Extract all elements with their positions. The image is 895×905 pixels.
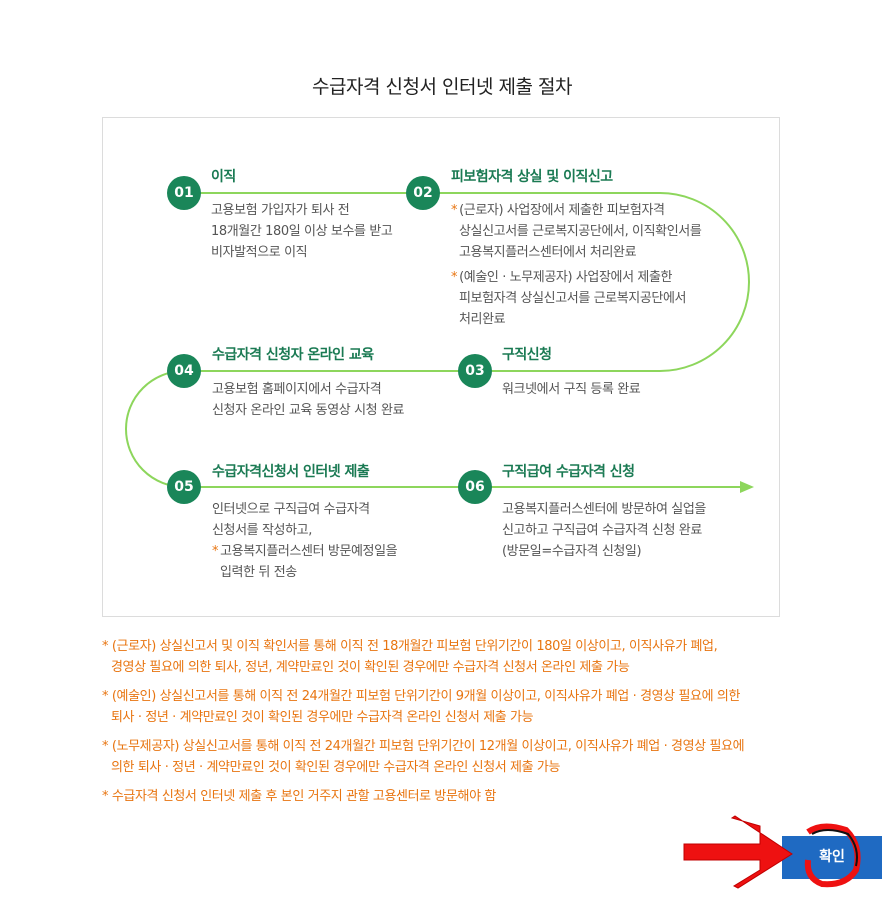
step-desc-line: 고용복지플러스센터 방문예정일을 [220,544,398,559]
procedure-panel [102,117,780,617]
step-desc-03: 워크넷에서 구직 등록 완료 [502,379,641,400]
step-desc-line: 워크넷에서 구직 등록 완료 [502,382,641,397]
step-desc-02: *(근로자) 사업장에서 제출한 피보험자격 상실신고서를 근로복지공단에서, … [451,200,702,330]
confirm-button[interactable]: 확인 [782,836,882,879]
step-desc-05: 인터넷으로 구직급여 수급자격 신청서를 작성하고, *고용복지플러스센터 방문… [212,499,398,583]
step-number-03: 03 [458,354,492,388]
step-desc-line: 고용복지플러스센터에 방문하여 실업을 [502,502,706,517]
step-number-01: 01 [167,176,201,210]
step-desc-line: 고용보험 홈페이지에서 수급자격 [212,382,382,397]
star-mark: * [451,270,458,285]
step-number-05: 05 [167,470,201,504]
step-title-03: 구직신청 [502,347,552,363]
step-desc-line: 처리완료 [459,312,506,327]
step-desc-line: 입력한 뒤 전송 [220,565,297,580]
step-title-06: 구직급여 수급자격 신청 [502,464,635,480]
star-mark: * [451,203,458,218]
step-desc-04: 고용보험 홈페이지에서 수급자격 신청자 온라인 교육 동영상 시청 완료 [212,379,404,421]
step-desc-01: 고용보험 가입자가 퇴사 전 18개월간 180일 이상 보수를 받고 비자발적… [211,200,393,263]
star-mark: * [102,639,109,654]
step-desc-line: 고용복지플러스센터에서 처리완료 [459,245,637,260]
star-mark: * [102,789,109,804]
note-item: * (예술인) 상실신고서를 통해 이직 전 24개월간 피보험 단위기간이 9… [102,686,782,728]
star-mark: * [212,544,219,559]
step-number-02: 02 [406,176,440,210]
step-number-06: 06 [458,470,492,504]
note-line: 의한 퇴사 · 정년 · 계약만료인 것이 확인된 경우에만 수급자격 온라인 … [111,760,561,775]
page-title: 수급자격 신청서 인터넷 제출 절차 [312,76,572,98]
step-desc-line: 신고하고 구직급여 수급자격 신청 완료 [502,523,702,538]
note-item: * (근로자) 상실신고서 및 이직 확인서를 통해 이직 전 18개월간 피보… [102,636,782,678]
note-item: * 수급자격 신청서 인터넷 제출 후 본인 거주지 관할 고용센터로 방문해야… [102,786,782,807]
step-desc-line: 고용보험 가입자가 퇴사 전 [211,203,350,218]
step-desc-line: 신청자 온라인 교육 동영상 시청 완료 [212,403,405,418]
step-desc-line: 인터넷으로 구직급여 수급자격 [212,502,370,517]
step-number-04: 04 [167,354,201,388]
step-desc-line: 18개월간 180일 이상 보수를 받고 [211,224,393,239]
step-desc-06: 고용복지플러스센터에 방문하여 실업을 신고하고 구직급여 수급자격 신청 완료… [502,499,706,562]
step-desc-line: 비자발적으로 이직 [211,245,308,260]
step-title-04: 수급자격 신청자 온라인 교육 [212,347,374,363]
note-line: (근로자) 상실신고서 및 이직 확인서를 통해 이직 전 18개월간 피보험 … [111,639,718,654]
step-desc-line: (예술인 · 노무제공자) 사업장에서 제출한 [459,270,673,285]
notes-list: * (근로자) 상실신고서 및 이직 확인서를 통해 이직 전 18개월간 피보… [102,636,782,815]
step-title-01: 이직 [211,169,236,185]
star-mark: * [102,739,109,754]
note-line: 수급자격 신청서 인터넷 제출 후 본인 거주지 관할 고용센터로 방문해야 함 [111,789,497,804]
note-line: 퇴사 · 정년 · 계약만료인 것이 확인된 경우에만 수급자격 온라인 신청서… [111,710,534,725]
star-mark: * [102,689,109,704]
step-title-05: 수급자격신청서 인터넷 제출 [212,464,370,480]
step-desc-line: 피보험자격 상실신고서를 근로복지공단에서 [459,291,687,306]
step-desc-line: 신청서를 작성하고, [212,523,312,538]
note-line: 경영상 필요에 의한 퇴사, 정년, 계약만료인 것이 확인된 경우에만 수급자… [111,660,630,675]
step-title-02: 피보험자격 상실 및 이직신고 [451,169,613,185]
step-desc-line: (근로자) 사업장에서 제출한 피보험자격 [459,203,665,218]
note-line: (예술인) 상실신고서를 통해 이직 전 24개월간 피보험 단위기간이 9개월… [111,689,741,704]
note-line: (노무제공자) 상실신고서를 통해 이직 전 24개월간 피보험 단위기간이 1… [111,739,745,754]
step-desc-line: 상실신고서를 근로복지공단에서, 이직확인서를 [459,224,702,239]
note-item: * (노무제공자) 상실신고서를 통해 이직 전 24개월간 피보험 단위기간이… [102,736,782,778]
step-desc-line: (방문일=수급자격 신청일) [502,544,642,559]
flow-arrow-head [740,481,754,493]
